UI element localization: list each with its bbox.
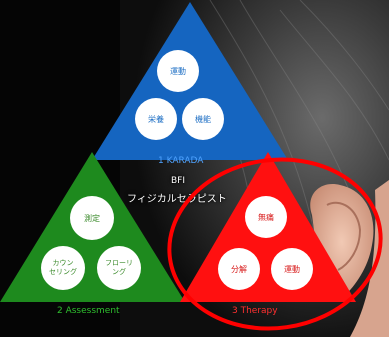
highlight-ellipse (0, 0, 389, 337)
